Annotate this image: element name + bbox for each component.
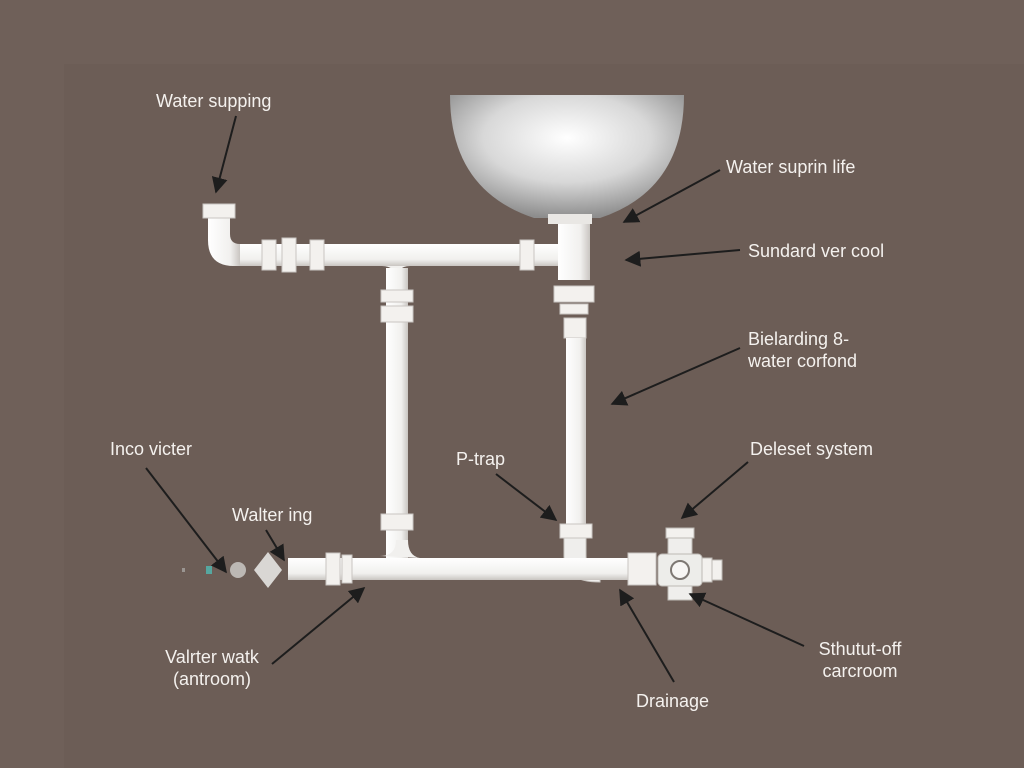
left-vertical-pipe bbox=[380, 266, 414, 558]
label-p-trap: P-trap bbox=[456, 448, 505, 470]
arrow-valrter-watk bbox=[271, 586, 366, 665]
top-supply-pipe bbox=[202, 203, 562, 273]
label-text-line2: water corfond bbox=[748, 351, 858, 371]
label-text: Water suprin life bbox=[726, 157, 856, 177]
label-text: Walter ing bbox=[232, 505, 313, 525]
label-sundard-ver-cool: Sundard ver cool bbox=[748, 240, 884, 262]
arrow-bielarding bbox=[610, 347, 741, 406]
shutoff-valve bbox=[657, 527, 723, 601]
inlet-nozzle bbox=[182, 552, 282, 588]
arrow-sundard-ver-cool bbox=[624, 249, 741, 267]
label-text: Inco victer bbox=[110, 439, 193, 459]
label-text-line1: Sthutut-off bbox=[818, 639, 902, 659]
arrow-shutoff bbox=[688, 592, 805, 647]
label-drainage: Drainage bbox=[636, 690, 709, 712]
label-walter-ing: Walter ing bbox=[232, 504, 312, 526]
bottom-main-pipe bbox=[288, 540, 657, 586]
label-bielarding: Bielarding 8- water corfond bbox=[748, 328, 857, 372]
label-deleset-system: Deleset system bbox=[750, 438, 873, 460]
label-valrter-watk: Valrter watk (antroom) bbox=[156, 646, 268, 690]
label-text: Drainage bbox=[636, 691, 710, 711]
label-water-suprin-life: Water suprin life bbox=[726, 156, 855, 178]
sink-basin bbox=[450, 95, 684, 224]
top-background-band bbox=[0, 0, 1024, 64]
arrow-deleset-system bbox=[680, 461, 749, 520]
left-background-band bbox=[0, 64, 64, 768]
arrow-walter-ing bbox=[265, 529, 285, 562]
label-text-line2: carcroom bbox=[822, 661, 898, 681]
label-text: Sundard ver cool bbox=[748, 241, 885, 261]
label-text: Deleset system bbox=[750, 439, 874, 459]
label-text-line1: Valrter watk bbox=[165, 647, 259, 667]
label-inco-victer: Inco victer bbox=[110, 438, 192, 460]
arrow-water-supping bbox=[211, 115, 237, 194]
sink-drain-pipe bbox=[553, 224, 601, 583]
arrow-water-suprin-life bbox=[622, 169, 721, 223]
arrow-p-trap bbox=[495, 473, 558, 521]
arrow-inco-victer bbox=[145, 467, 227, 574]
label-shutoff: Sthutut-off carcroom bbox=[806, 638, 914, 682]
arrow-drainage bbox=[619, 588, 675, 683]
label-text: Water supping bbox=[156, 91, 272, 111]
label-text-line1: Bielarding 8- bbox=[748, 329, 850, 349]
label-water-supping: Water supping bbox=[156, 90, 271, 112]
label-text: P-trap bbox=[456, 449, 506, 469]
label-text-line2: (antroom) bbox=[172, 669, 252, 689]
annotation-arrows bbox=[145, 115, 805, 683]
